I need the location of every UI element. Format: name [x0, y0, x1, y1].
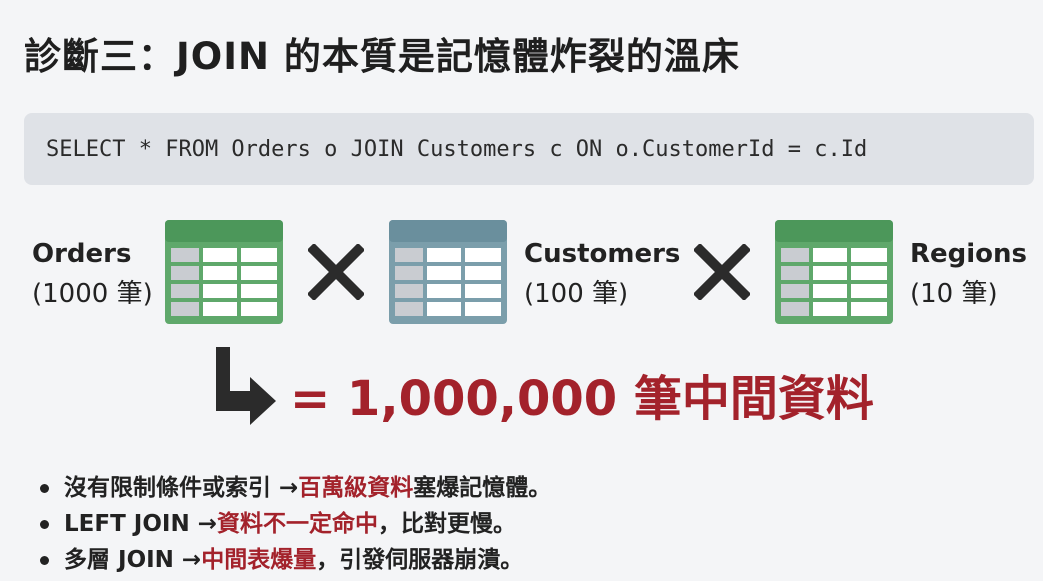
arrow-down-right-icon — [216, 347, 276, 425]
bullet-text: 沒有限制條件或索引 → — [64, 475, 299, 501]
bullet-dot — [40, 483, 49, 493]
slide-title: 診斷三：JOIN 的本質是記憶體炸裂的溫床 — [24, 35, 740, 78]
table-name: Orders — [32, 239, 132, 269]
table-label-orders: Orders (1000 筆) — [32, 234, 153, 314]
sql-code: SELECT * FROM Orders o JOIN Customers c … — [46, 136, 868, 162]
multiply-icon — [308, 244, 364, 300]
table-icon — [165, 220, 283, 324]
table-icon — [389, 220, 507, 324]
table-name: Regions — [910, 239, 1028, 269]
multiply-icon — [694, 244, 750, 300]
bullet-highlight: 資料不一定命中 — [216, 511, 378, 537]
table-name: Customers — [524, 239, 681, 269]
bullet-text: ，引發伺服器崩潰。 — [316, 547, 524, 573]
list-item: LEFT JOIN → 資料不一定命中，比對更慢。 — [40, 506, 551, 542]
list-item: 沒有限制條件或索引 → 百萬級資料塞爆記憶體。 — [40, 470, 551, 506]
table-label-regions: Regions (10 筆) — [910, 234, 1027, 314]
table-count: (100 筆) — [524, 279, 629, 309]
table-label-customers: Customers (100 筆) — [524, 234, 680, 314]
bullet-text: 塞爆記憶體。 — [413, 475, 552, 501]
bullet-text: LEFT JOIN → — [64, 511, 217, 537]
bullet-text: ，比對更慢。 — [377, 511, 516, 537]
bullet-highlight: 中間表爆量 — [201, 547, 317, 573]
code-box: SELECT * FROM Orders o JOIN Customers c … — [24, 113, 1034, 185]
table-count: (10 筆) — [910, 279, 998, 309]
bullet-dot — [40, 519, 49, 529]
list-item: 多層 JOIN → 中間表爆量，引發伺服器崩潰。 — [40, 542, 551, 578]
bullet-highlight: 百萬級資料 — [298, 475, 414, 501]
bullet-dot — [40, 555, 49, 565]
bullet-list: 沒有限制條件或索引 → 百萬級資料塞爆記憶體。 LEFT JOIN → 資料不一… — [40, 470, 551, 578]
table-count: (1000 筆) — [32, 279, 153, 309]
table-icon — [775, 220, 893, 324]
result-text: = 1,000,000 筆中間資料 — [290, 371, 874, 427]
bullet-text: 多層 JOIN → — [64, 547, 202, 573]
